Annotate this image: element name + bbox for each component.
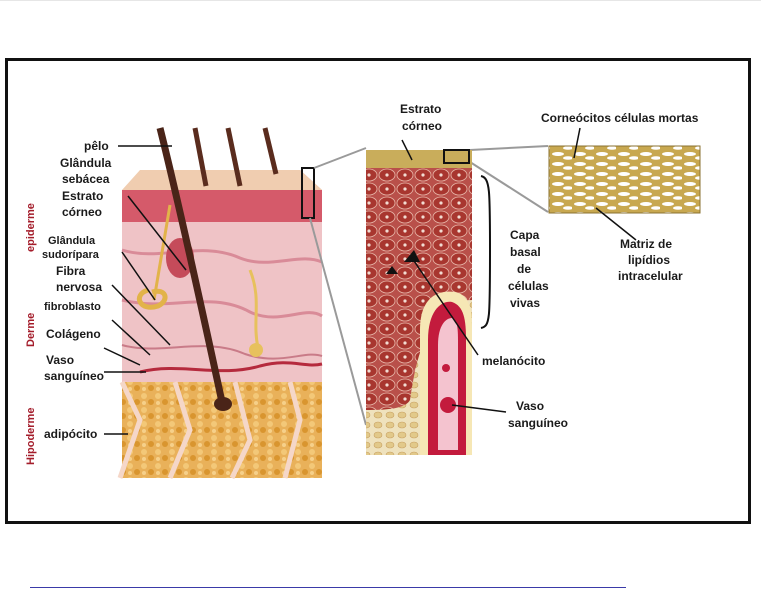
label-corneocitos: Corneócitos células mortas: [541, 111, 699, 125]
label-glandula-sudoripara-1: Glândula: [48, 235, 96, 247]
label-capa-basal-3: de: [517, 262, 531, 276]
label-fibroblasto: fibroblasto: [44, 301, 101, 313]
corneum-strip: [366, 150, 472, 168]
label-adipocito: adipócito: [44, 427, 97, 441]
corneocyte-detail: [549, 146, 700, 213]
label-capa-basal-4: células: [508, 279, 549, 293]
basal-layer-brace: [481, 176, 490, 328]
label-glandula-sebacea-1: Glândula: [60, 156, 112, 170]
skin-surface: [122, 170, 322, 190]
label-glandula-sudoripara-2: sudorípara: [42, 249, 100, 261]
label-pelo: pêlo: [84, 139, 109, 153]
label-matriz-2: lipídios: [628, 253, 670, 267]
label-fibra-nervosa-2: nervosa: [56, 280, 102, 294]
skin-block-illustration: [120, 128, 322, 478]
label-vaso-sanguineo-left-2: sanguíneo: [44, 369, 104, 383]
label-matriz-1: Matriz de: [620, 237, 672, 251]
corneocyte-block: [549, 146, 700, 213]
label-matriz-3: intracelular: [618, 269, 683, 283]
label-capa-basal-1: Capa: [510, 228, 540, 242]
label-vaso-sanguineo-mid-1: Vaso: [516, 399, 544, 413]
label-estrato-corneo-mid-2: córneo: [402, 119, 442, 133]
label-fibra-nervosa-1: Fibra: [56, 264, 86, 278]
layer-label-hipoderme: Hipoderme: [25, 408, 37, 465]
label-estrato-corneo-left-2: córneo: [62, 205, 102, 219]
layer-label-derme: Derme: [25, 313, 37, 347]
label-vaso-sanguineo-left-1: Vaso: [46, 353, 74, 367]
layer-label-epiderme: epiderme: [25, 203, 37, 252]
label-capa-basal-2: basal: [510, 245, 541, 259]
magnified-epidermis: [366, 150, 472, 455]
label-estrato-corneo-left-1: Estrato: [62, 189, 103, 203]
label-colageno: Colágeno: [46, 327, 101, 341]
label-melanocito: melanócito: [482, 354, 545, 368]
label-capa-basal-5: vivas: [510, 296, 540, 310]
bottom-link-underline: [30, 587, 626, 588]
label-vaso-sanguineo-mid-2: sanguíneo: [508, 416, 568, 430]
label-estrato-corneo-mid-1: Estrato: [400, 102, 441, 116]
label-glandula-sebacea-2: sebácea: [62, 172, 110, 186]
epidermis-layer: [122, 190, 322, 222]
